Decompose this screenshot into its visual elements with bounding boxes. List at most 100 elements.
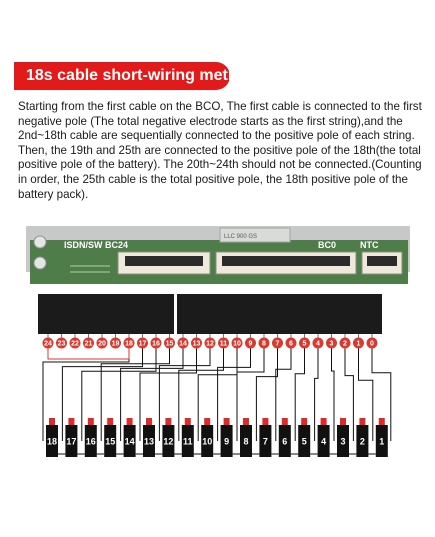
battery-cell-label-10: 10 bbox=[202, 437, 212, 447]
cell-terminal-2 bbox=[359, 418, 366, 425]
pin-16 bbox=[150, 337, 162, 349]
pin-9 bbox=[245, 337, 256, 349]
cell-terminal-10 bbox=[204, 418, 211, 425]
pin-label-14: 14 bbox=[179, 341, 187, 348]
pin-label-16: 16 bbox=[152, 341, 160, 348]
pin-3 bbox=[326, 337, 337, 349]
board-mount-hole-2 bbox=[33, 256, 47, 270]
cell-wire-6 bbox=[275, 348, 292, 441]
battery-cell-18 bbox=[46, 425, 58, 457]
cell-wire-5 bbox=[294, 348, 305, 441]
cell-wire-16 bbox=[81, 348, 157, 441]
cell-terminal-8 bbox=[243, 418, 249, 425]
pin-label-3: 3 bbox=[330, 341, 334, 348]
cell-wire-9 bbox=[217, 348, 251, 441]
title-banner: 18s cable short-wiring method bbox=[14, 62, 257, 90]
cell-terminal-4 bbox=[320, 418, 327, 425]
pin-label-2: 2 bbox=[343, 341, 347, 348]
cell-terminal-13 bbox=[146, 418, 152, 425]
pin-5 bbox=[299, 337, 310, 349]
bridge-wire-24-18 bbox=[47, 348, 130, 360]
pin-2 bbox=[339, 337, 351, 349]
pin-6 bbox=[285, 337, 297, 349]
pin-20 bbox=[96, 337, 108, 349]
battery-cell-16 bbox=[84, 425, 97, 457]
cell-terminal-3 bbox=[340, 418, 346, 425]
battery-cell-2 bbox=[356, 425, 369, 457]
battery-cell-label-3: 3 bbox=[340, 437, 345, 447]
cable-bundle-left bbox=[38, 294, 174, 334]
board-mount-hole bbox=[33, 235, 47, 249]
pin-label-13: 13 bbox=[193, 341, 201, 348]
pin-label-23: 23 bbox=[58, 341, 66, 348]
pin-13 bbox=[191, 337, 202, 349]
battery-cell-12 bbox=[162, 425, 175, 457]
pin-24 bbox=[42, 337, 54, 349]
cell-wire-11 bbox=[178, 348, 224, 441]
cell-wire-14 bbox=[120, 348, 184, 441]
pin-label-9: 9 bbox=[249, 341, 253, 348]
battery-cell-7 bbox=[259, 425, 272, 457]
bms-board: LLC 900 GS ISDN/SW BC24 BC0 NTC bbox=[26, 226, 410, 284]
battery-cell-label-14: 14 bbox=[125, 437, 135, 447]
pin-label-24: 24 bbox=[44, 341, 52, 348]
pin-14 bbox=[177, 337, 189, 349]
battery-cell-4 bbox=[317, 425, 330, 457]
battery-cell-label-11: 11 bbox=[183, 437, 193, 447]
battery-cell-label-6: 6 bbox=[282, 437, 287, 447]
battery-cell-14 bbox=[123, 425, 136, 457]
battery-cell-13 bbox=[143, 425, 155, 457]
pin-22 bbox=[69, 337, 81, 349]
battery-cell-9 bbox=[220, 425, 233, 457]
cell-terminal-9 bbox=[223, 418, 230, 425]
battery-cell-label-12: 12 bbox=[163, 437, 173, 447]
pin-15 bbox=[164, 337, 175, 349]
battery-cell-8 bbox=[240, 425, 252, 457]
pin-19 bbox=[110, 337, 121, 349]
board-label-bc0: BC0 bbox=[318, 240, 336, 250]
battery-cell-label-8: 8 bbox=[243, 437, 248, 447]
cell-wire-4 bbox=[314, 348, 319, 441]
cell-wire-13 bbox=[139, 348, 197, 441]
title-banner-text: 18s cable short-wiring method bbox=[26, 67, 258, 84]
battery-cell-label-17: 17 bbox=[66, 437, 76, 447]
cell-terminal-12 bbox=[165, 418, 172, 425]
cable-bundle-right bbox=[177, 294, 382, 334]
pin-8 bbox=[258, 337, 270, 349]
pin-7 bbox=[272, 337, 283, 349]
battery-cell-1 bbox=[375, 425, 388, 457]
battery-cell-5 bbox=[298, 425, 311, 457]
cell-terminal-17 bbox=[68, 418, 75, 425]
pin-label-21: 21 bbox=[85, 341, 93, 348]
cell-wire-0 bbox=[371, 348, 392, 441]
pin-label-11: 11 bbox=[220, 341, 228, 348]
battery-cell-label-16: 16 bbox=[86, 437, 96, 447]
connector-ntc-slot bbox=[367, 256, 397, 266]
battery-cell-label-15: 15 bbox=[105, 437, 115, 447]
pin-label-19: 19 bbox=[112, 341, 120, 348]
battery-cell-6 bbox=[278, 425, 291, 457]
board-label-left: ISDN/SW BC24 bbox=[64, 240, 128, 250]
pin-label-10: 10 bbox=[233, 341, 241, 348]
battery-cell-11 bbox=[181, 425, 194, 457]
battery-cell-label-1: 1 bbox=[379, 437, 384, 447]
pin-23 bbox=[56, 337, 67, 349]
battery-cell-label-13: 13 bbox=[144, 437, 154, 447]
cell-wire-2 bbox=[344, 348, 354, 441]
pin-label-1: 1 bbox=[357, 341, 361, 348]
cell-wire-7 bbox=[255, 348, 278, 441]
pin-11 bbox=[218, 337, 229, 349]
battery-cell-3 bbox=[337, 425, 349, 457]
pin-1 bbox=[353, 337, 364, 349]
pin-18 bbox=[123, 337, 135, 349]
cell-wire-3 bbox=[331, 348, 335, 441]
cell-terminal-6 bbox=[281, 418, 288, 425]
battery-cell-17 bbox=[65, 425, 78, 457]
cell-terminal-7 bbox=[262, 418, 269, 425]
cell-terminal-14 bbox=[126, 418, 133, 425]
battery-cell-label-18: 18 bbox=[47, 437, 57, 447]
pin-label-12: 12 bbox=[206, 341, 214, 348]
battery-cell-label-5: 5 bbox=[302, 437, 307, 447]
connector-bc24-slot bbox=[125, 256, 203, 266]
